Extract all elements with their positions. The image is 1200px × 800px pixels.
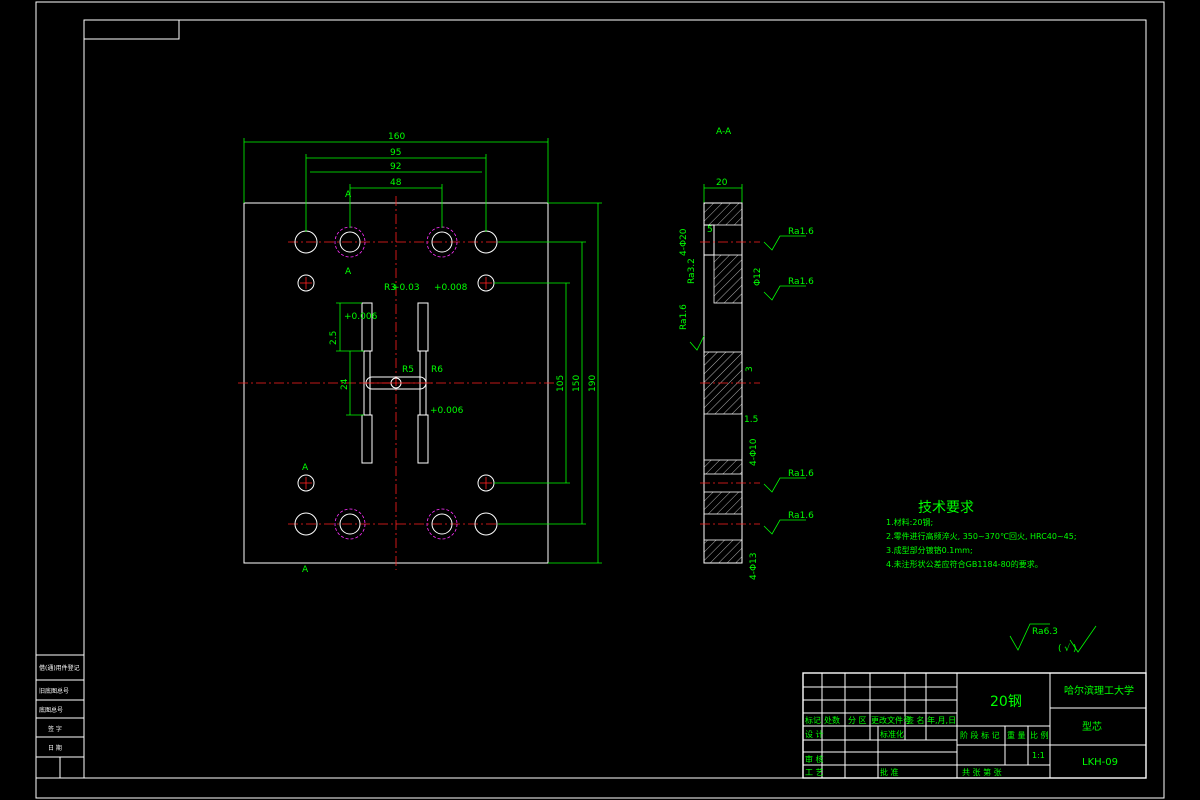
general-roughness: Ra6.3 ( √ ) bbox=[1009, 623, 1097, 654]
svg-text:+0.006: +0.006 bbox=[430, 406, 464, 416]
svg-text:+0.006: +0.006 bbox=[344, 312, 378, 322]
svg-text:年,月,日: 年,月,日 bbox=[927, 715, 956, 725]
svg-text:Ra3.2: Ra3.2 bbox=[687, 258, 697, 284]
plan-dimensions: 160 95 92 48 105 150 190 2.5 24 +0.006 R… bbox=[243, 132, 602, 564]
tech-title: 技术要求 bbox=[918, 500, 974, 516]
svg-text:借(通)用件登记: 借(通)用件登记 bbox=[39, 664, 80, 672]
section-title: A-A bbox=[716, 127, 732, 137]
section-mark-a-top: A bbox=[345, 190, 352, 200]
school-name: 哈尔滨理工大学 bbox=[1064, 684, 1134, 697]
scale: 1:1 bbox=[1032, 751, 1045, 760]
part-name: 型芯 bbox=[1082, 720, 1102, 733]
side-block: 借(通)用件登记 旧底图总号 底图总号 签 字 日 期 bbox=[35, 654, 85, 779]
svg-text:R6: R6 bbox=[431, 365, 443, 375]
svg-text:Φ12: Φ12 bbox=[753, 267, 763, 286]
dim-48: 48 bbox=[390, 178, 402, 188]
dim-92: 92 bbox=[390, 162, 401, 172]
svg-text:标记: 标记 bbox=[805, 715, 821, 725]
svg-text:R5: R5 bbox=[402, 365, 414, 375]
svg-text:4.未注形状公差应符合GB1184-80的要求。: 4.未注形状公差应符合GB1184-80的要求。 bbox=[886, 559, 1043, 569]
dim-160: 160 bbox=[388, 132, 405, 142]
dim-150: 150 bbox=[572, 375, 582, 392]
svg-text:底图总号: 底图总号 bbox=[39, 706, 63, 714]
svg-text:+0.008: +0.008 bbox=[434, 283, 468, 293]
svg-text:签 字: 签 字 bbox=[48, 725, 62, 733]
svg-text:重 量: 重 量 bbox=[1007, 730, 1026, 740]
svg-text:阶 段 标 记: 阶 段 标 记 bbox=[960, 730, 1000, 740]
inner-border bbox=[83, 19, 1147, 779]
svg-text:+0.03: +0.03 bbox=[392, 283, 420, 293]
svg-text:1.5: 1.5 bbox=[744, 415, 758, 425]
svg-text:4-Φ13: 4-Φ13 bbox=[749, 552, 759, 580]
dim-190: 190 bbox=[588, 375, 598, 392]
svg-text:Ra1.6: Ra1.6 bbox=[788, 469, 814, 479]
svg-text:Ra6.3: Ra6.3 bbox=[1032, 627, 1058, 637]
plan-view: A A A A bbox=[238, 190, 556, 575]
svg-text:( √ ): ( √ ) bbox=[1058, 643, 1076, 654]
svg-text:5: 5 bbox=[707, 225, 713, 235]
outer-border bbox=[35, 1, 1165, 799]
svg-text:工 艺: 工 艺 bbox=[805, 768, 824, 777]
svg-text:24: 24 bbox=[340, 378, 350, 390]
svg-text:旧底图总号: 旧底图总号 bbox=[39, 687, 69, 695]
svg-text:2.零件进行高频淬火, 350~370℃回火, HRC40~: 2.零件进行高频淬火, 350~370℃回火, HRC40~45; bbox=[886, 531, 1077, 541]
svg-text:分 区: 分 区 bbox=[848, 716, 867, 725]
svg-text:更改文件号: 更改文件号 bbox=[871, 715, 911, 725]
corner-label-box bbox=[83, 19, 180, 40]
svg-text:设 计: 设 计 bbox=[805, 729, 824, 739]
svg-text:标准化: 标准化 bbox=[880, 729, 904, 739]
svg-text:2.5: 2.5 bbox=[329, 331, 339, 345]
svg-text:3: 3 bbox=[745, 366, 755, 372]
svg-text:比 例: 比 例 bbox=[1030, 730, 1049, 740]
svg-text:Ra1.6: Ra1.6 bbox=[788, 227, 814, 237]
material: 20钢 bbox=[990, 694, 1022, 710]
dim-95: 95 bbox=[390, 148, 401, 158]
svg-text:处数: 处数 bbox=[824, 715, 840, 725]
svg-text:3.成型部分镀铬0.1mm;: 3.成型部分镀铬0.1mm; bbox=[886, 545, 973, 555]
dim-105: 105 bbox=[556, 375, 566, 392]
svg-text:签 名: 签 名 bbox=[906, 715, 925, 725]
section-width: 20 bbox=[716, 178, 728, 188]
svg-text:Ra1.6: Ra1.6 bbox=[788, 511, 814, 521]
svg-text:4-Φ20: 4-Φ20 bbox=[679, 228, 689, 256]
svg-text:批 准: 批 准 bbox=[880, 767, 899, 777]
svg-text:A: A bbox=[302, 565, 309, 575]
svg-text:A: A bbox=[302, 463, 309, 473]
svg-text:审 核: 审 核 bbox=[805, 754, 824, 764]
svg-text:Ra1.6: Ra1.6 bbox=[679, 304, 689, 330]
svg-text:1.材料:20钢;: 1.材料:20钢; bbox=[886, 517, 933, 527]
svg-text:Ra1.6: Ra1.6 bbox=[788, 277, 814, 287]
section-view: A-A 20 4-Φ20 5 Ra3.2 Φ12 Ra1.6 3 1.5 4-Φ… bbox=[679, 127, 814, 580]
svg-text:日 期: 日 期 bbox=[48, 744, 62, 752]
svg-text:4-Φ10: 4-Φ10 bbox=[749, 438, 759, 466]
drawing-number: LKH-09 bbox=[1082, 757, 1118, 768]
title-block: 标记 处数 分 区 更改文件号 签 名 年,月,日 设 计 标准化 审 核 工 … bbox=[802, 672, 1147, 779]
tech-requirements: 技术要求 1.材料:20钢; 2.零件进行高频淬火, 350~370℃回火, H… bbox=[886, 500, 1077, 569]
svg-text:A: A bbox=[345, 267, 352, 277]
svg-text:R3: R3 bbox=[384, 283, 396, 293]
svg-text:共 张 第 张: 共 张 第 张 bbox=[962, 767, 1002, 777]
